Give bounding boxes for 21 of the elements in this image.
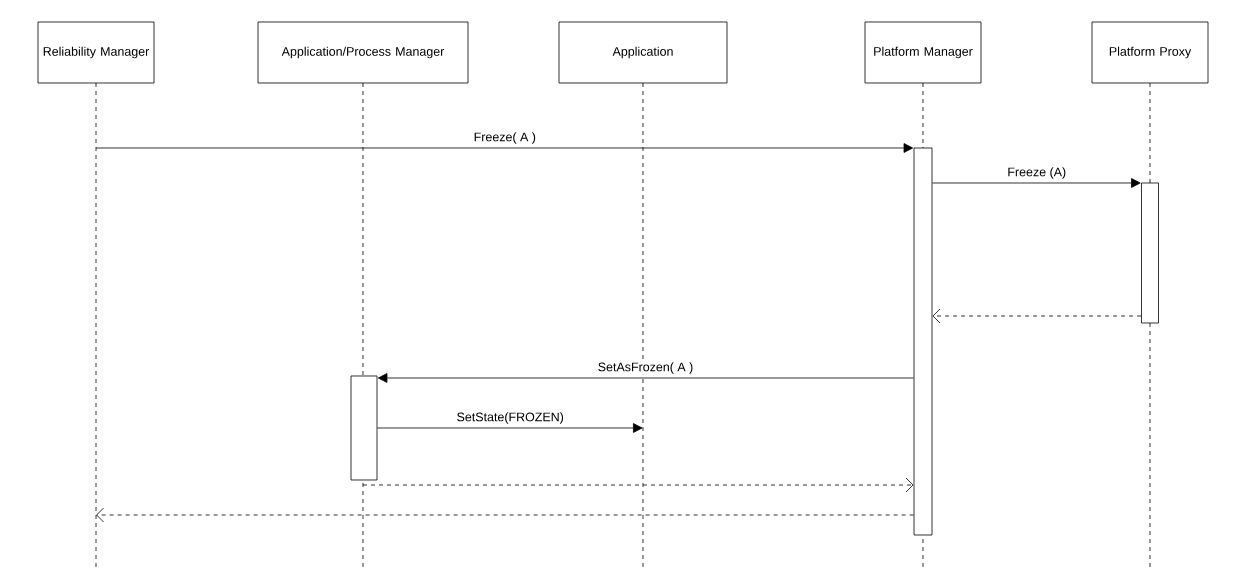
participant-box: Application/Process Manager bbox=[257, 21, 469, 84]
message-arrow bbox=[932, 178, 1141, 188]
participant-box: Platform Proxy bbox=[1091, 21, 1209, 84]
activation-bar bbox=[913, 147, 933, 536]
message-arrow bbox=[377, 373, 914, 383]
message-arrow bbox=[377, 423, 643, 433]
message-label: SetState(FROZEN) bbox=[455, 411, 565, 425]
message-label: Freeze (A) bbox=[1006, 166, 1068, 180]
message-arrow bbox=[932, 308, 1142, 324]
message-arrow bbox=[96, 507, 914, 523]
participant-box: Application bbox=[558, 21, 728, 84]
lifeline bbox=[642, 83, 644, 567]
activation-bar bbox=[1141, 182, 1159, 324]
activation-bar bbox=[350, 375, 378, 481]
message-label: SetAsFrozen( A ) bbox=[596, 361, 695, 375]
participant-box: Platform Manager bbox=[864, 21, 982, 84]
message-label: Freeze( A ) bbox=[472, 131, 537, 145]
message-arrow bbox=[95, 143, 914, 153]
lifeline bbox=[95, 83, 97, 567]
message-arrow bbox=[362, 477, 914, 493]
participant-box: Reliability Manager bbox=[37, 21, 155, 84]
